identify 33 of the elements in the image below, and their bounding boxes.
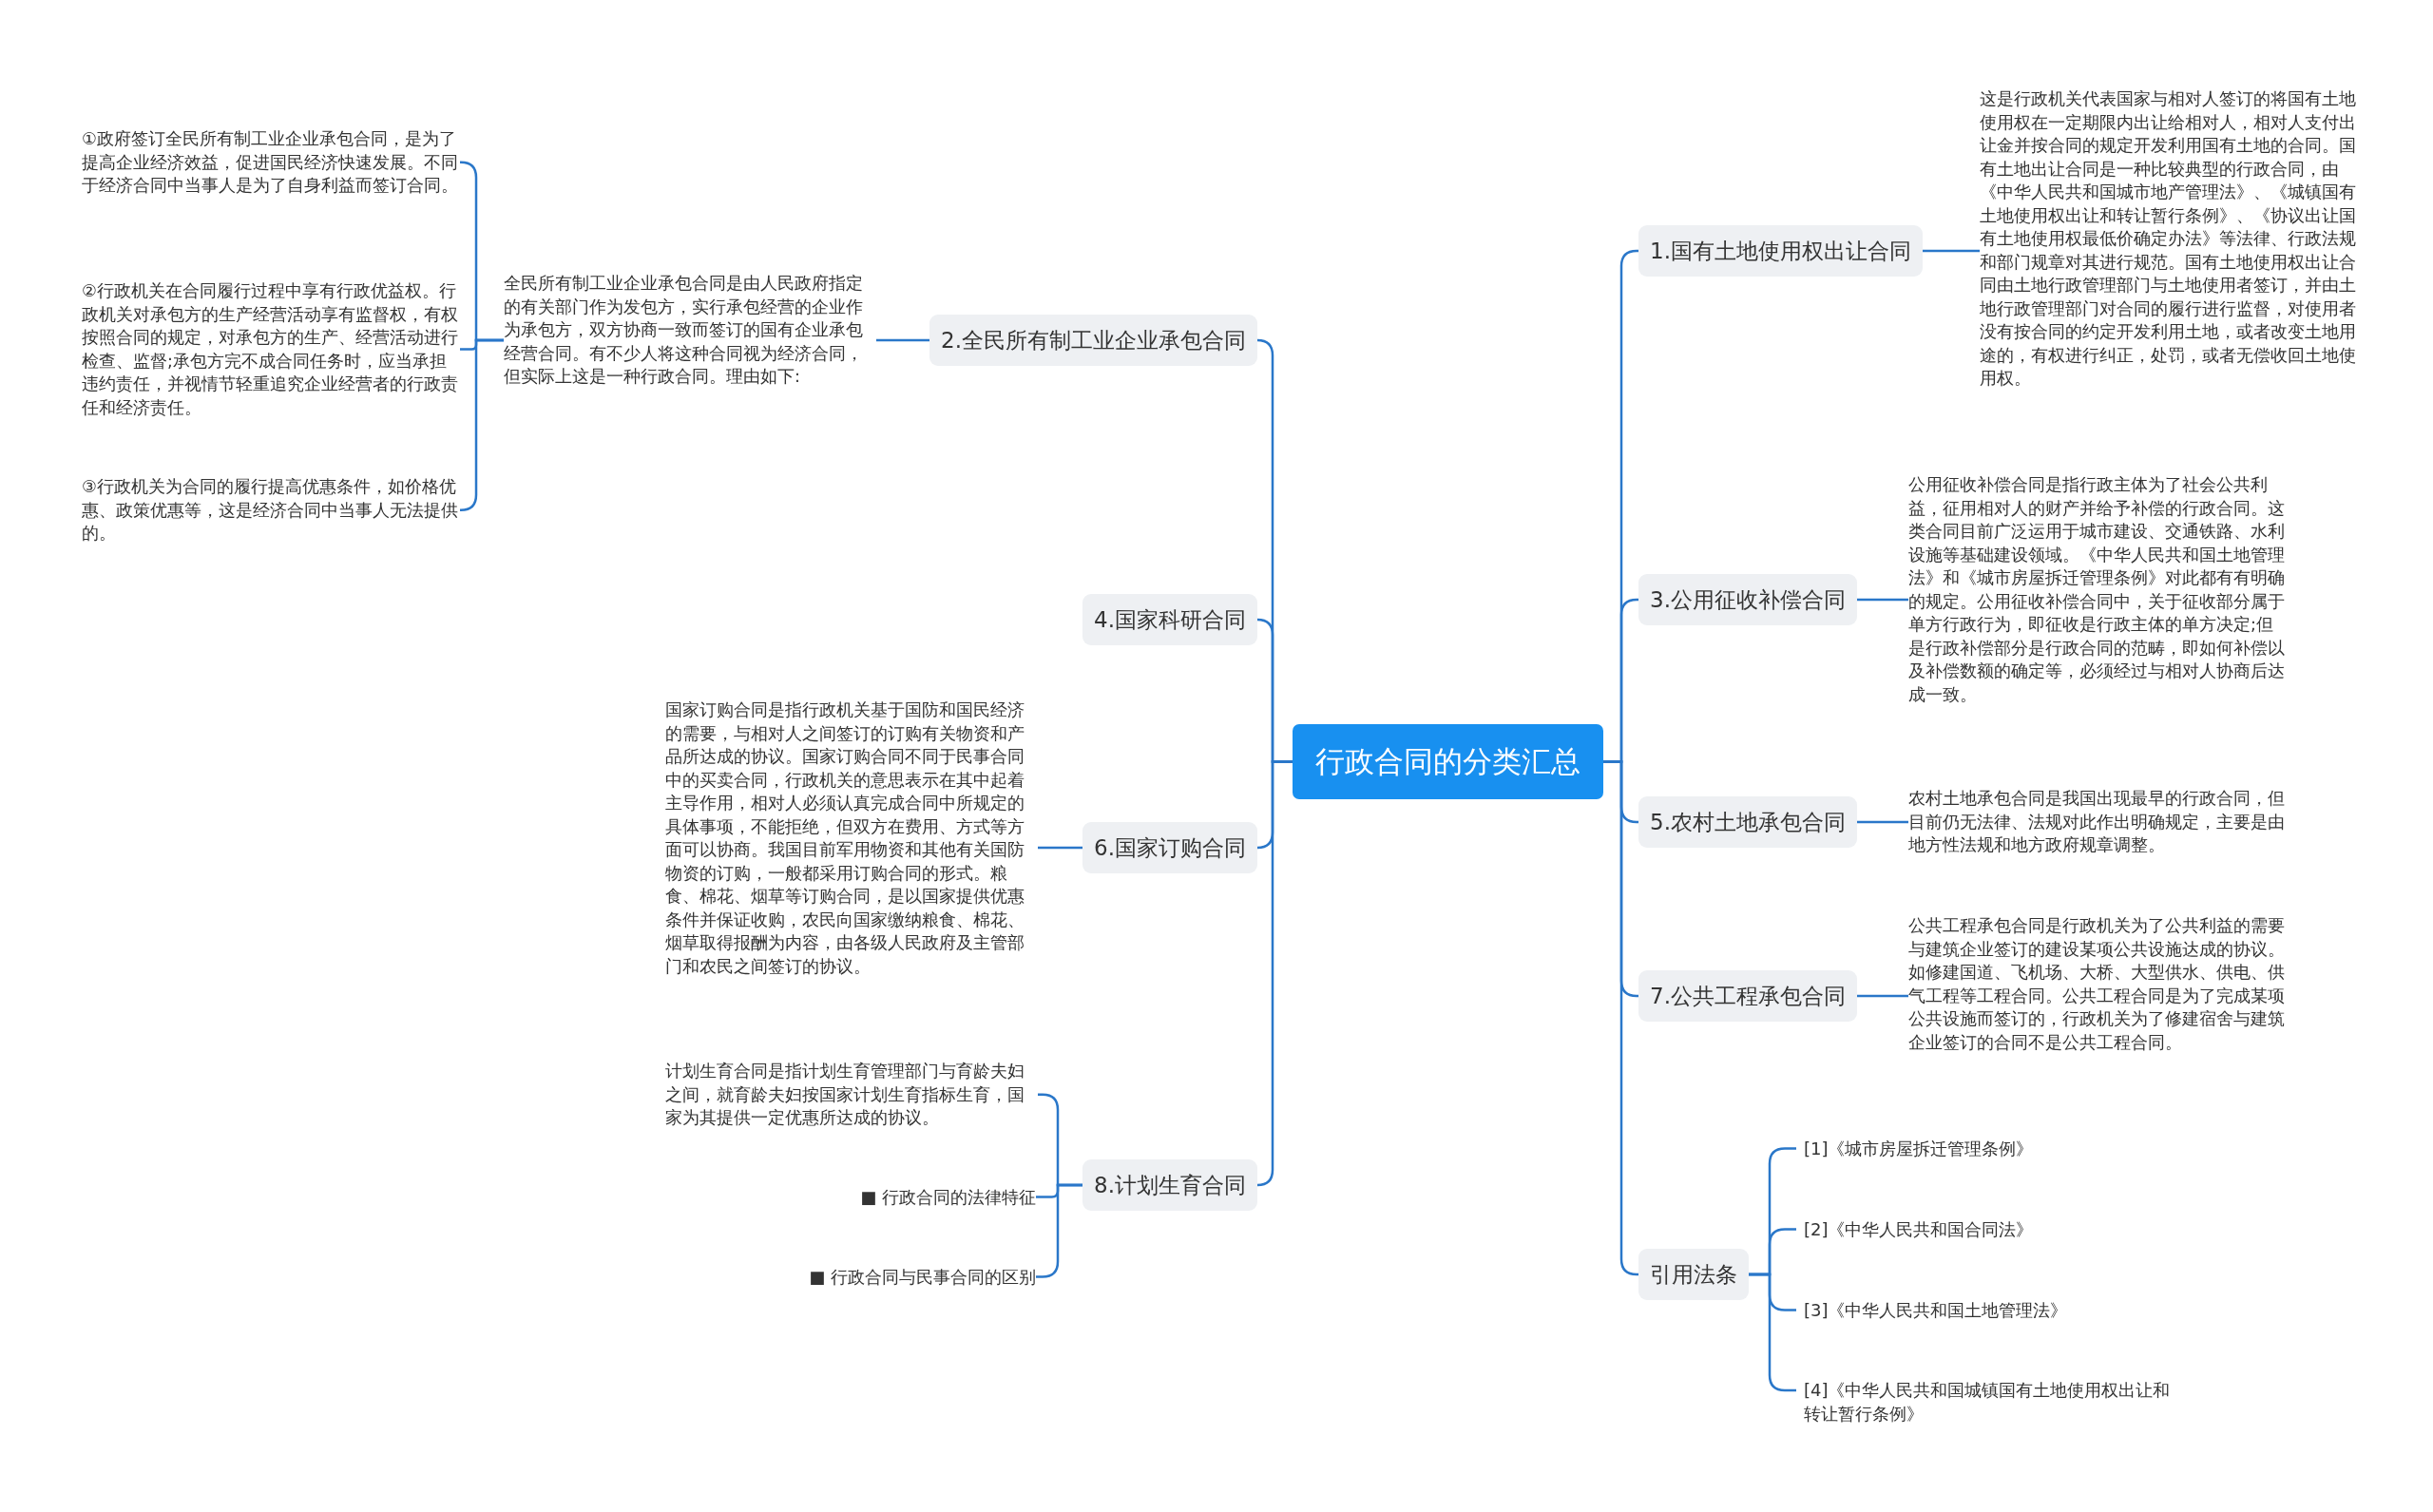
reference-text: [1]《城市房屋拆迁管理条例》 [1796,1137,2271,1160]
note-text: ①政府签订全民所有制工业企业承包合同，是为了提高企业经济效益，促进国民经济快速发展。不同于经济合同中当事人是为了自身利益而签订合同。 [82,127,460,198]
connector [1255,760,1293,1187]
note-text: 全民所有制工业企业承包合同是由人民政府指定的有关部门作为发包方，实行承包经营的企业作为承包方，双方协商一致而签订的国有企业承包经营合同。有不少人将这种合同视为经济合同，但实际上这是一种行政合同。理由如下: [504,272,876,389]
topic-box: 1.国有土地使用权出让合同 [1638,225,1923,277]
topic-box: 8.计划生育合同 [1082,1159,1257,1211]
reference-text: [4]《中华人民共和国城镇国有土地使用权出让和转让暂行条例》 [1796,1378,2176,1426]
topic-box: 6.国家订购合同 [1082,822,1257,873]
note-text: 公用征收补偿合同是指行政主体为了社会公共利益，征用相对人的财产并给予补偿的行政合同。这类合同目前广泛运用于城市建设、交通铁路、水利设施等基础建设领域。《中华人民共和国土地管理法》和《城市房屋拆迁管理条例》对此都有有明确的规定。公用征收补偿合同中，关于征收部分属于单方行政行为，即征收是行政主体的单方决定;但是行政补偿部分是行政合同的范畴，即如何补偿以及补偿数额的确定等，必须经过与相对人协商后达成一致。 [1908,473,2289,706]
topic-box: 引用法条 [1638,1249,1749,1300]
topic-box: 3.公用征收补偿合同 [1638,574,1857,625]
connector [1856,994,1908,998]
list-item-text: ■ 行政合同与民事合同的区别 [665,1265,1036,1289]
note-text: ②行政机关在合同履行过程中享有行政优益权。行政机关对承包方的生产经营活动享有监督权，有权按照合同的规定，对承包方的生产、经营活动进行检查、监督;承包方完不成合同任务时，应当承担违约责任，并视情节轻重追究企业经营者的行政责任和经济责任。 [82,279,460,419]
central-topic-box: 行政合同的分类汇总 [1293,724,1603,799]
connector [1856,820,1908,824]
note-text: 公共工程承包合同是行政机关为了公共利益的需要与建筑企业签订的建设某项公共设施达成的协议。如修建国道、飞机场、大桥、大型供水、供电、供气工程等工程合同。公共工程合同是为了完成某项公共设施而签订的，行政机关为了修建宿舍与建筑企业签订的合同不是公共工程合同。 [1908,914,2289,1054]
note-text: 国家订购合同是指行政机关基于国防和国民经济的需要，与相对人之间签订的订购有关物资和产品所达成的协议。国家订购合同不同于民事合同中的买卖合同，行政机关的意思表示在其中起着主导作用，相对人必须认真完成合同中所规定的具体事项，不能拒绝，但双方在费用、方式等方面可以协商。我国目前军用物资和其他有关国防物资的订购，一般都采用订购合同的形式。粮食、棉花、烟草等订购合同，是以国家提供优惠条件并保证收购，农民向国家缴纳粮食、棉花、烟草取得报酬为内容，由各级人民政府及主管部门和农民之间签订的协议。 [665,699,1038,978]
topic-box: 7.公共工程承包合同 [1638,970,1857,1022]
note-text: ③行政机关为合同的履行提高优惠条件，如价格优惠、政策优惠等，这是经济合同中当事人无法提供的。 [82,475,460,545]
note-text: 计划生育合同是指计划生育管理部门与育龄夫妇之间，就育龄夫妇按国家计划生育指标生育，国家为其提供一定优惠所达成的协议。 [665,1060,1038,1130]
reference-text: [2]《中华人民共和国合同法》 [1796,1217,2271,1241]
note-text: 这是行政机关代表国家与相对人签订的将国有土地使用权在一定期限内出让给相对人，相对人支付出让金并按合同的规定开发利用国有土地的合同。国有土地出让合同是一种比较典型的行政合同，由《中华人民共和国城市地产管理法》、《城镇国有土地使用权出让和转让暂行条例》、《协议出让国有土地使用权最低价确定办法》等法律、行政法规和部门规章对其进行规范。国有土地使用权出让合同由土地行政管理部门与土地使用者签订，并由土地行政管理部门对合同的履行进行监督，对使用者没有按合同的约定开发利用土地，或者改变土地用途的，有权进行纠正，处罚，或者无偿收回土地使用权。 [1980,87,2360,391]
connector [1856,598,1908,602]
connector [1038,846,1083,850]
note-text: 农村土地承包合同是我国出现最早的行政合同，但目前仍无法律、法规对此作出明确规定，主要是由地方性法规和地方政府规章调整。 [1908,787,2289,857]
topic-box: 5.农村土地承包合同 [1638,796,1857,848]
reference-text: [3]《中华人民共和国土地管理法》 [1796,1298,2271,1322]
list-item-text: ■ 行政合同的法律特征 [665,1185,1036,1209]
topic-box: 4.国家科研合同 [1082,594,1257,645]
connector [876,338,930,342]
topic-box: 2.全民所有制工业企业承包合同 [929,315,1257,366]
connector [1922,249,1980,253]
